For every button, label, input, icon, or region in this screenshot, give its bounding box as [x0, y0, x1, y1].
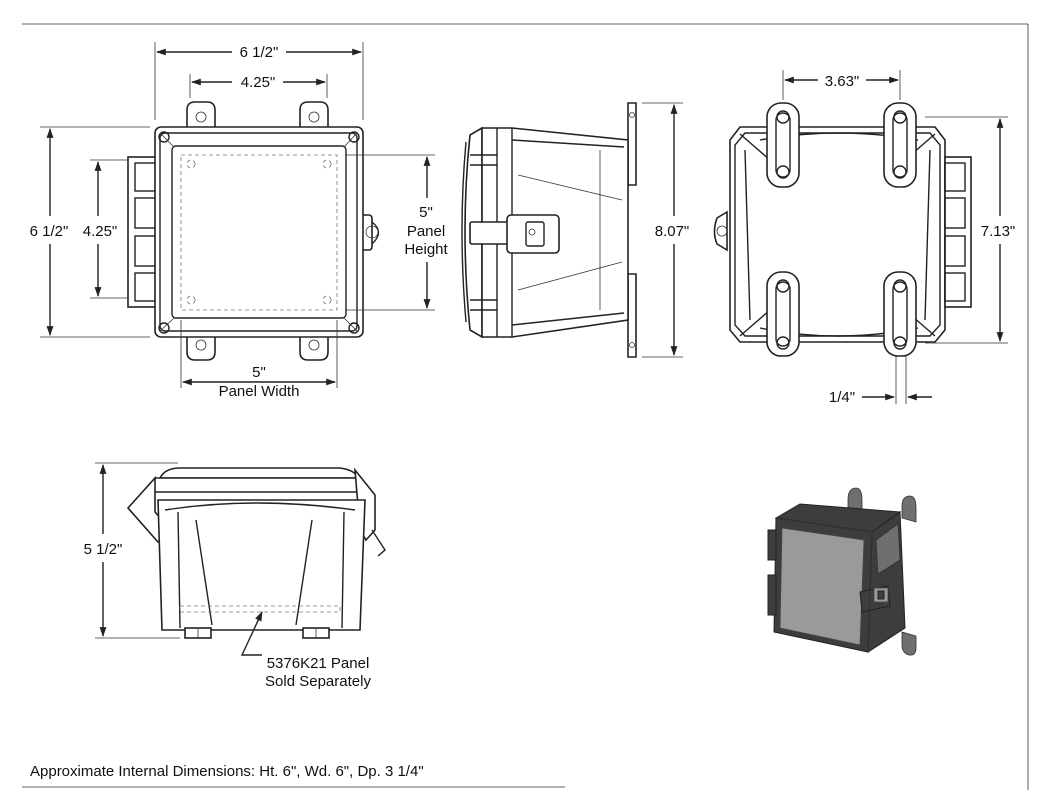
panel-height-label-2: Height	[404, 241, 448, 258]
panel-height-value: 5"	[419, 204, 433, 221]
front-panel-mounting-holes	[186, 159, 332, 305]
side-dimension: 8.07"	[642, 102, 690, 358]
sheet-border	[22, 23, 1029, 790]
panel-callout-line-1: 5376K21 Panel	[267, 655, 370, 672]
front-bottom-mounting-tabs	[186, 336, 329, 361]
rear-mounting-feet	[766, 102, 917, 357]
front-corner-screws	[158, 131, 360, 334]
front-dimension-lines	[40, 42, 435, 388]
bottom-view	[126, 467, 386, 639]
front-left-hinges	[127, 156, 158, 308]
side-view	[461, 102, 637, 358]
panel-callout: 5376K21 Panel Sold Separately	[240, 611, 371, 690]
bottom-depth-label: 5 1/2"	[84, 541, 123, 558]
rear-view	[713, 102, 972, 357]
rear-hole-spacing-label: 3.63"	[825, 73, 860, 90]
front-dimension-labels: 6 1/2" 4.25" 6 1/2" 4.25" 5" Panel Heigh…	[30, 44, 449, 400]
front-top-mounting-tabs	[186, 101, 329, 128]
front-overall-height-label: 6 1/2"	[30, 223, 69, 240]
front-overall-width-label: 6 1/2"	[240, 44, 279, 61]
internal-dimensions-note: Approximate Internal Dimensions: Ht. 6",…	[30, 763, 424, 780]
side-height-label: 8.07"	[655, 223, 690, 240]
panel-callout-line-2: Sold Separately	[265, 673, 371, 690]
panel-width-value: 5"	[252, 364, 266, 381]
front-hole-width-label: 4.25"	[241, 74, 276, 91]
front-hole-height-label: 4.25"	[83, 223, 118, 240]
front-view	[127, 101, 380, 361]
rear-slot-width-label: 1/4"	[829, 389, 855, 406]
rear-height-label: 7.13"	[981, 223, 1016, 240]
isometric-view	[767, 487, 917, 656]
bottom-dimension: 5 1/2"	[84, 462, 180, 639]
rear-dimension-lines: 3.63" 7.13" 1/4"	[782, 70, 1016, 406]
panel-width-label: Panel Width	[219, 383, 300, 400]
panel-height-label-1: Panel	[407, 223, 445, 240]
